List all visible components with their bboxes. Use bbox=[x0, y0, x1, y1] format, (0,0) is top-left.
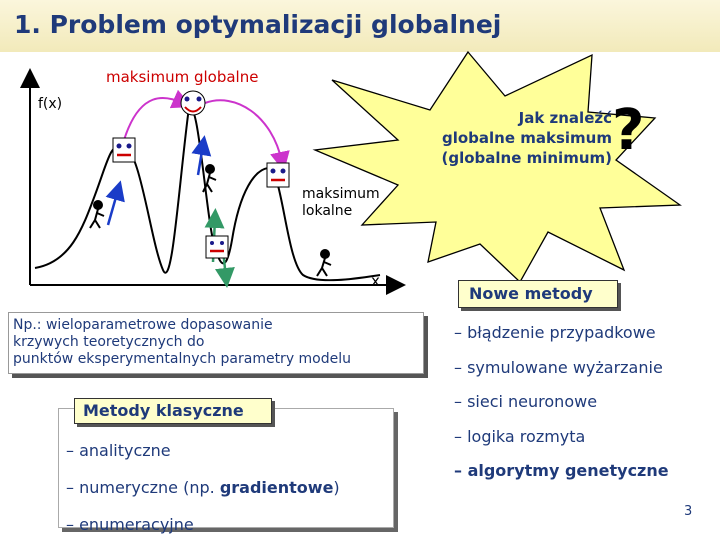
happy-face-icon bbox=[180, 90, 206, 116]
classic-item: – analityczne bbox=[66, 441, 171, 460]
new-methods-list: – błądzenie przypadkowe – symulowane wyż… bbox=[454, 316, 669, 489]
slide-title: 1. Problem optymalizacji globalnej bbox=[14, 10, 502, 39]
new-method-item: – symulowane wyżarzanie bbox=[454, 357, 663, 377]
question-line1: Jak znaleźć bbox=[518, 109, 612, 127]
classic-methods-header: Metody klasyczne bbox=[74, 398, 272, 424]
classic-item: – enumeracyjne bbox=[66, 515, 194, 534]
new-methods-header: Nowe metody bbox=[458, 280, 618, 308]
new-method-item: – algorytmy genetyczne bbox=[454, 461, 669, 480]
climber-icon bbox=[316, 249, 332, 277]
arc-to-global bbox=[123, 89, 193, 141]
climber-icon bbox=[89, 200, 105, 229]
classic-item: – numeryczne (np. gradientowe) bbox=[66, 478, 340, 497]
question-line3: (globalne minimum) bbox=[441, 149, 612, 167]
example-line1-emph: dopasowanie bbox=[180, 317, 273, 333]
local-max-label-line1: maksimum bbox=[302, 186, 380, 202]
y-axis-label: f(x) bbox=[38, 96, 63, 112]
question-mark: ? bbox=[612, 98, 645, 163]
classic-methods-box bbox=[58, 408, 394, 528]
local-max-label: maksimum lokalne bbox=[302, 186, 380, 220]
example-text: Np.: wieloparametrowe dopasowanie krzywy… bbox=[13, 317, 351, 368]
classic-methods-title: Metody klasyczne bbox=[83, 401, 244, 420]
page-number: 3 bbox=[684, 504, 693, 519]
arrow-up-icon bbox=[191, 135, 212, 176]
title-bar: 1. Problem optymalizacji globalnej bbox=[0, 0, 720, 52]
new-method-item: – błądzenie przypadkowe bbox=[454, 323, 656, 342]
question-line2: globalne maksimum bbox=[442, 129, 612, 147]
classic-methods-list: – analityczne – numeryczne (np. gradient… bbox=[66, 432, 340, 543]
question-text: Jak znaleźć globalne maksimum (globalne … bbox=[400, 108, 612, 168]
global-max-label: maksimum globalne bbox=[106, 68, 259, 86]
neutral-face-icon bbox=[112, 137, 136, 163]
climber-icon bbox=[202, 164, 217, 193]
new-method-item: – logika rozmyta bbox=[454, 426, 586, 446]
local-max-label-line2: lokalne bbox=[302, 203, 353, 219]
arrow-up-icon bbox=[105, 180, 125, 226]
neutral-face-icon bbox=[266, 162, 290, 188]
example-line2: krzywych teoretycznych do bbox=[13, 334, 205, 350]
neutral-face-icon bbox=[205, 235, 229, 259]
x-axis-label: x bbox=[371, 272, 380, 290]
example-line1-prefix: Np.: wieloparametrowe bbox=[13, 317, 181, 333]
arc-from-global bbox=[204, 99, 290, 172]
example-line3-prefix: punktów eksperymentalnych bbox=[13, 351, 221, 367]
example-line3-suffix: parametry modelu bbox=[220, 351, 352, 367]
example-box: Np.: wieloparametrowe dopasowanie krzywy… bbox=[8, 312, 424, 374]
new-methods-title: Nowe metody bbox=[469, 284, 593, 303]
new-method-item: – sieci neuronowe bbox=[454, 392, 598, 411]
